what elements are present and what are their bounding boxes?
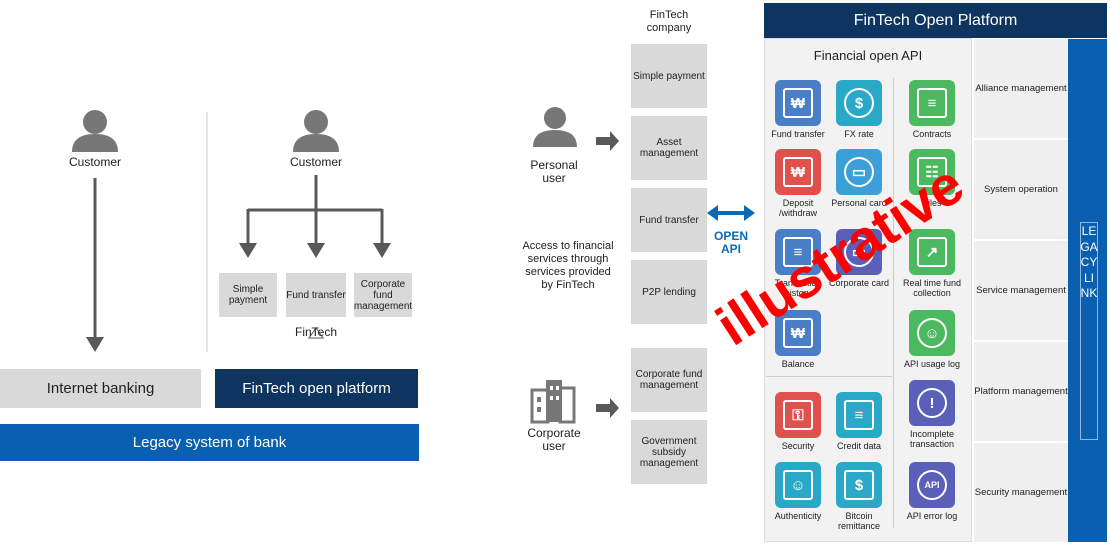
dollar-search-icon: $ [836, 80, 882, 126]
alert-monitor-icon: ! [909, 380, 955, 426]
service-p2p-lending: P2P lending [631, 260, 707, 324]
api-icon-label: API error log [906, 511, 958, 521]
service-government-subsidy: Government subsidy management [631, 420, 707, 484]
api-icon-label: Security [781, 441, 815, 451]
lock-icon: ⚿ [775, 392, 821, 438]
customer-right-label: Customer [289, 155, 342, 169]
right-cell-service: Service management [974, 241, 1068, 340]
api-icon-label: FX rate [844, 129, 874, 139]
api-icon-label: Deposit /withdraw [778, 198, 817, 218]
user-search-icon: ☺ [775, 462, 821, 508]
corporate-user-label: Corporate user [527, 426, 581, 453]
service-asset-management: Asset management [631, 116, 707, 180]
corporate-building-icon [530, 380, 576, 424]
arrow-right-corp-icon [596, 398, 619, 418]
history-search-icon: ≡ [775, 229, 821, 275]
won-doc-icon: ₩ [775, 80, 821, 126]
won-deposit-icon: ₩ [775, 149, 821, 195]
service-fund-transfer: Fund transfer [631, 188, 707, 252]
bitcoin-search-icon: $ [836, 462, 882, 508]
customer-left-icon [72, 110, 118, 152]
right-cell-system: System operation [974, 140, 1068, 239]
personal-user-icon [533, 107, 577, 147]
api-icon-label: Files [922, 198, 942, 208]
legacy-link-text: LEGACY LINK [1080, 224, 1098, 300]
access-text: Access to financial services through ser… [522, 240, 614, 291]
api-icon-label: Fund transfer [771, 129, 825, 139]
fintech-box-corporate-fund: Corporate fund management [354, 273, 412, 317]
chart-board-icon: ↗ [909, 229, 955, 275]
personal-user-label: Personal user [530, 158, 578, 185]
api-monitor-icon: API [909, 462, 955, 508]
customer-right-icon [293, 110, 339, 152]
api-icon-label: Authenticity [774, 511, 822, 521]
legacy-link-bar [1068, 39, 1107, 542]
api-divider [893, 78, 894, 528]
api-icon-label: Credit data [836, 441, 882, 451]
handshake-icon: ☺ [909, 310, 955, 356]
api-icon-label: API usage log [903, 359, 961, 369]
customer-left-label: Customer [68, 155, 121, 169]
api-divider-h [766, 376, 892, 377]
api-icon-label: Personal card [831, 198, 887, 208]
credit-search-icon: ≡ [836, 392, 882, 438]
right-cell-security: Security management [974, 443, 1068, 542]
left-connectors [72, 110, 391, 381]
legacy-system-bar: Legacy system of bank [0, 424, 419, 461]
files-icon: ☷ [909, 149, 955, 195]
fintech-platform-box: FinTech open platform [215, 369, 418, 408]
fintech-box-fund-transfer: Fund transfer [286, 273, 346, 317]
fintech-box-simple-payment: Simple payment [219, 273, 277, 317]
won-balance-icon: ₩ [775, 310, 821, 356]
platform-title: FinTech Open Platform [764, 3, 1107, 38]
middle-icons [530, 107, 755, 424]
service-corporate-fund: Corporate fund management [631, 348, 707, 412]
card-search-icon: ▭ [836, 149, 882, 195]
api-icon-label: Contracts [912, 129, 952, 139]
double-arrow-icon [707, 205, 755, 221]
api-icon-label: Corporate card [828, 278, 890, 288]
api-icon-label: Real time fund collection [902, 278, 962, 298]
api-icon-label: Transaction history [774, 278, 822, 298]
legacy-link-outline [1080, 222, 1098, 440]
api-icon-label: Incomplete transaction [909, 429, 955, 449]
scroll-icon: ≡ [909, 80, 955, 126]
fintech-label: FinTech [294, 325, 338, 339]
right-cell-platform: Platform management [974, 342, 1068, 441]
right-cell-alliance: Alliance management [974, 39, 1068, 138]
service-simple-payment: Simple payment [631, 44, 707, 108]
fintech-company-label: FinTech company [646, 9, 692, 34]
api-icon-label: Balance [781, 359, 815, 369]
api-icon-label: Bitcoin remittance [837, 511, 881, 531]
arrow-right-icon [596, 131, 619, 151]
internet-banking-box: Internet banking [0, 369, 201, 408]
api-title: Financial open API [813, 48, 923, 63]
corporate-card-icon: ▭ [836, 229, 882, 275]
open-api-label: OPEN API [713, 229, 748, 256]
